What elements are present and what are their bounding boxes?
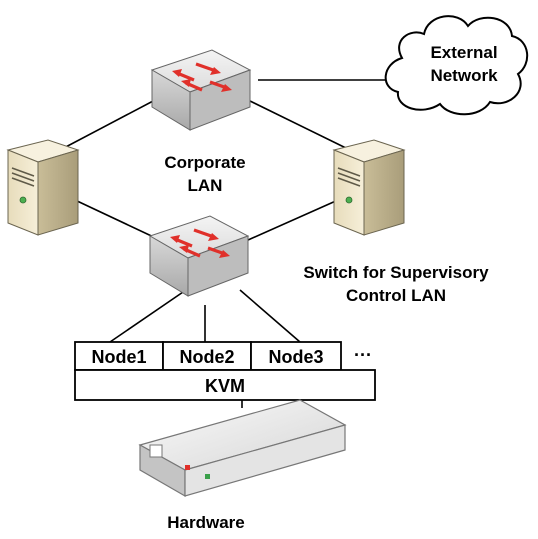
kvm-label: KVM (205, 376, 245, 396)
server-right-icon (333, 139, 405, 236)
node1-label: Node1 (91, 347, 146, 367)
server-left-icon (7, 139, 79, 236)
corporate-switch-icon (150, 48, 252, 132)
external-network-label-line2: Network (430, 66, 498, 85)
node3-label: Node3 (268, 347, 323, 367)
node2-label: Node2 (179, 347, 234, 367)
node1-box (74, 341, 164, 371)
supervisory-switch-label-line2: Control LAN (346, 286, 446, 305)
connection-lines (59, 79, 395, 408)
ellipsis-label: ··· (354, 345, 372, 365)
supervisory-switch-icon (148, 214, 250, 298)
supervisory-switch-label-line1: Switch for Supervisory (303, 263, 489, 282)
corporate-lan-label-line1: Corporate (164, 153, 245, 172)
corporate-lan-label-line2: LAN (188, 176, 223, 195)
kvm-box (74, 369, 376, 401)
cloud-icon (384, 15, 528, 116)
hardware-appliance-icon (138, 399, 347, 498)
hardware-label: Hardware (167, 513, 244, 532)
external-network-label-line1: External (430, 43, 497, 62)
